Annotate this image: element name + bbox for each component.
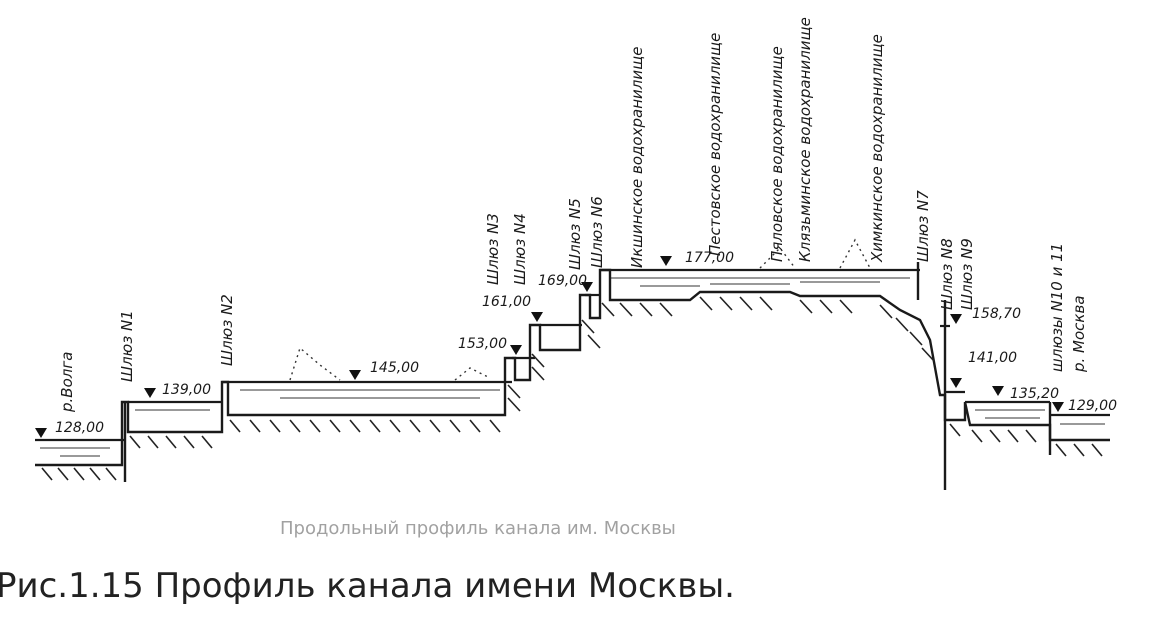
elevation-128: 128,00 xyxy=(55,420,104,436)
level-marker-icon xyxy=(581,282,593,292)
elevation-169: 169,00 xyxy=(538,273,587,289)
canal-profile-diagram: 128,00 139,00 145,00 153,00 161,00 169,0… xyxy=(35,17,1117,539)
elevation-labels: 128,00 139,00 145,00 153,00 161,00 169,0… xyxy=(55,250,1117,436)
level-marker-icon xyxy=(950,314,962,324)
level-marker-icon xyxy=(992,386,1004,396)
elevation-139: 139,00 xyxy=(162,382,211,398)
elevation-129: 129,00 xyxy=(1068,398,1117,414)
elevation-153: 153,00 xyxy=(458,336,507,352)
label-locks-10-11: шлюзы N10 и 11 xyxy=(1048,243,1066,372)
level-marker-icon xyxy=(144,388,156,398)
elevation-158-70: 158,70 xyxy=(972,306,1021,322)
level-markers xyxy=(35,256,1064,438)
level-marker-icon xyxy=(349,370,361,380)
elevation-141: 141,00 xyxy=(968,350,1017,366)
level-marker-icon xyxy=(950,378,962,388)
label-pyalovskoe: Пяловское водохранилище xyxy=(768,46,786,262)
earth-hatching xyxy=(41,296,1103,481)
label-lock-2: Шлюз N2 xyxy=(218,294,236,366)
faded-figure-caption: Продольный профиль канала им. Москвы xyxy=(280,518,676,539)
elevation-161: 161,00 xyxy=(482,294,531,310)
elevation-145: 145,00 xyxy=(370,360,419,376)
level-marker-icon xyxy=(510,345,522,355)
place-labels: р.Волга Шлюз N1 Шлюз N2 Шлюз N3 Шлюз N4 … xyxy=(58,17,1088,413)
level-marker-icon xyxy=(531,312,543,322)
level-marker-icon xyxy=(1052,402,1064,412)
label-volga: р.Волга xyxy=(58,352,76,413)
label-lock-9: Шлюз N9 xyxy=(958,238,976,310)
label-lock-6: Шлюз N6 xyxy=(588,196,606,268)
label-lock-3: Шлюз N3 xyxy=(484,213,502,285)
elevation-177: 177,00 xyxy=(685,250,734,266)
label-khimkinskoe: Химкинское водохранилище xyxy=(868,34,886,263)
dotted-outlines xyxy=(289,238,871,381)
label-moskva: р. Москва xyxy=(1070,295,1088,373)
level-marker-icon xyxy=(35,428,47,438)
ground-profile xyxy=(35,262,1110,490)
label-ikshinskoe: Икшинское водохранилище xyxy=(628,47,646,268)
figure-caption: Рис.1.15 Профиль канала имени Москвы. xyxy=(0,566,735,606)
label-klyazminskoe: Клязьминское водохранилище xyxy=(796,17,814,262)
label-lock-8: Шлюз N8 xyxy=(938,238,956,310)
level-marker-icon xyxy=(660,256,672,266)
label-lock-1: Шлюз N1 xyxy=(118,310,136,382)
water-shading-lines xyxy=(40,277,1110,457)
label-lock-7: Шлюз N7 xyxy=(914,190,932,262)
elevation-135-20: 135,20 xyxy=(1010,386,1059,402)
label-pestovskoe: Пестовское водохранилище xyxy=(706,33,724,256)
label-lock-5: Шлюз N5 xyxy=(566,198,584,270)
label-lock-4: Шлюз N4 xyxy=(511,213,529,285)
